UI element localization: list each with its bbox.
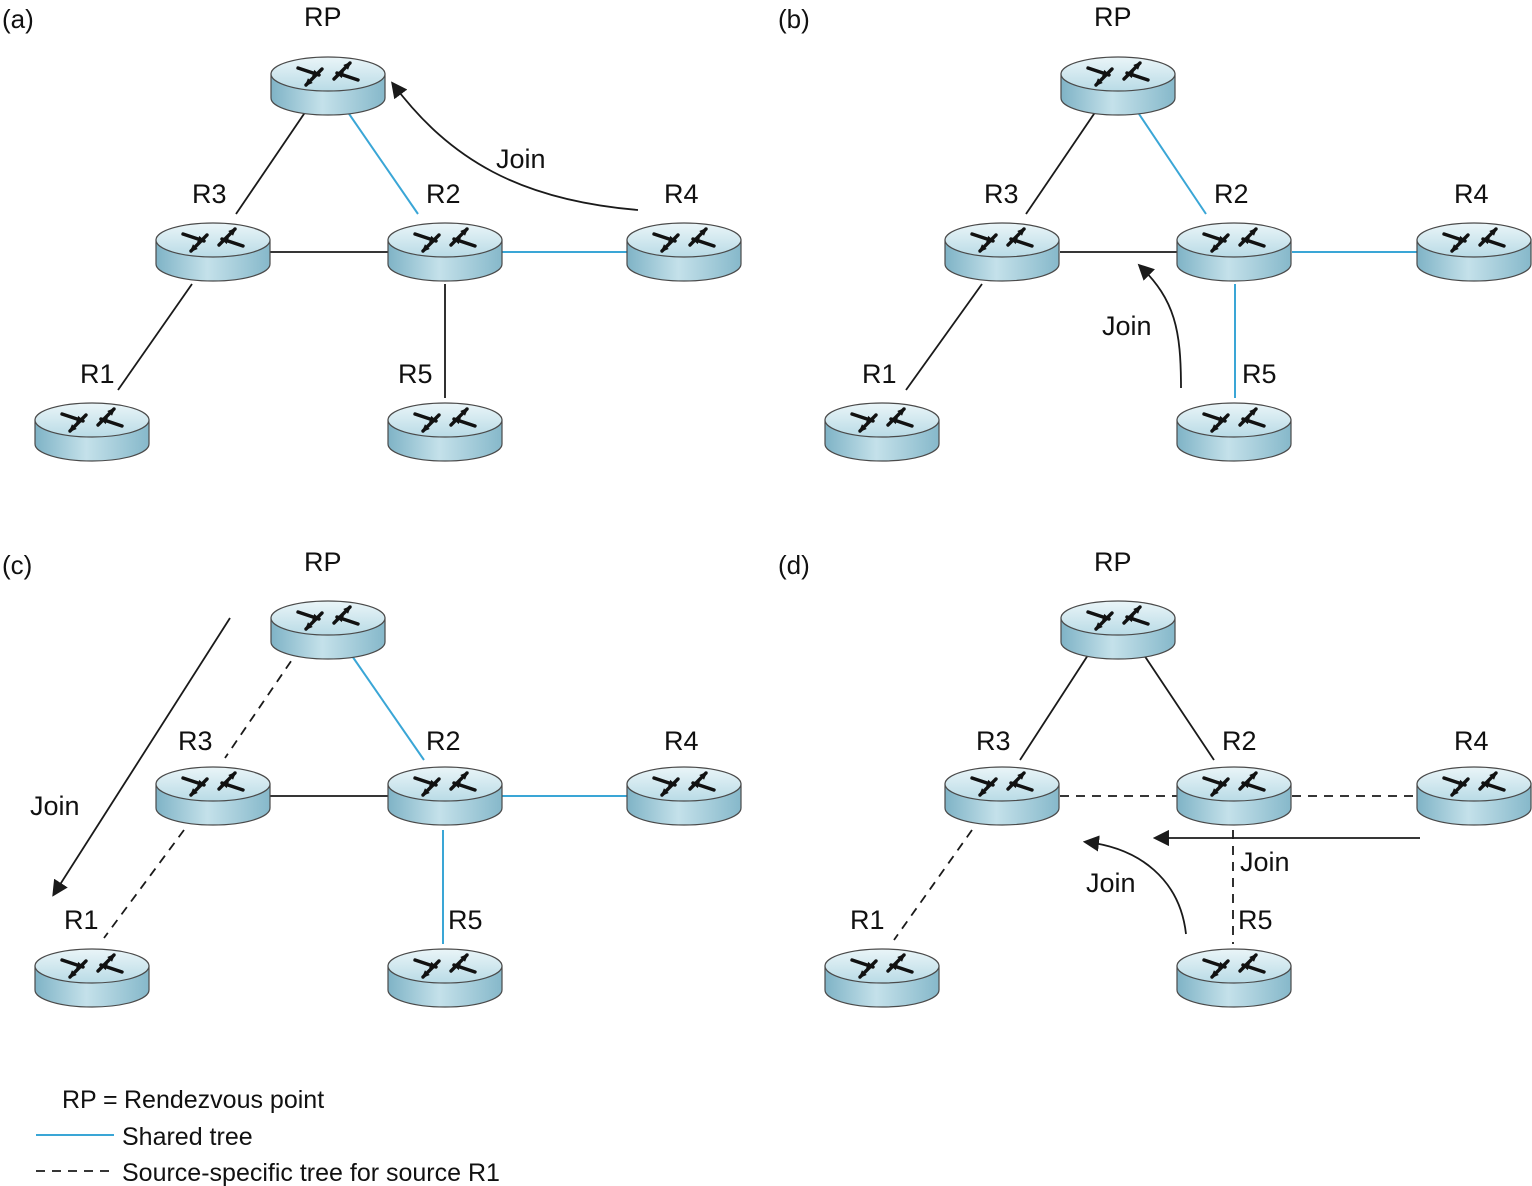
label-r1: R1 (850, 905, 885, 935)
router-icon-r1-c (34, 948, 150, 1008)
router-icon-rp-d (1060, 600, 1176, 660)
join-label-c: Join (30, 791, 80, 821)
legend-shared-text: Shared tree (122, 1123, 253, 1151)
router-icon-r1-a (34, 402, 150, 462)
join-arrow-r4-to-rp (391, 81, 639, 211)
legend-rp-text: Rendezvous point (124, 1086, 324, 1114)
label-r2: R2 (1214, 179, 1249, 209)
label-rp: RP (1094, 2, 1132, 32)
legend-source-text: Source-specific tree for source R1 (122, 1159, 500, 1186)
router-icon-r2-d (1176, 766, 1292, 826)
routers (34, 56, 1532, 1008)
router-icon-r3-b (944, 222, 1060, 282)
label-rp: RP (1094, 547, 1132, 577)
link-rp-r3 (1025, 107, 1099, 215)
panel-label-a: (a) (2, 4, 34, 34)
panel-a: (a) Join RP R3 R2 R4 R1 R5 (2, 2, 699, 398)
label-r1: R1 (80, 359, 115, 389)
label-r2: R2 (426, 726, 461, 756)
legend-rp-abbrev: RP (62, 1086, 97, 1114)
label-r5: R5 (1242, 359, 1277, 389)
router-icon-r3-a (155, 222, 271, 282)
link-rp-r2-shared (344, 107, 419, 215)
label-r3: R3 (984, 179, 1019, 209)
panel-b: (b) Join RP R3 R2 R4 R1 R5 (778, 2, 1489, 398)
join-arrow-r5-to-r2 (1137, 263, 1182, 389)
router-icon-r5-b (1176, 402, 1292, 462)
link-rp-r2-shared (1134, 107, 1207, 215)
label-r3: R3 (178, 726, 213, 756)
router-icon-r2-c (387, 766, 503, 826)
router-icon-r2-a (387, 222, 503, 282)
label-r4: R4 (664, 179, 699, 209)
panel-label-b: (b) (778, 4, 810, 34)
link-rp-r3 (235, 107, 309, 215)
label-r4: R4 (1454, 179, 1489, 209)
label-r5: R5 (1238, 905, 1273, 935)
link-rp-r2-shared (349, 652, 425, 761)
router-icon-r4-b (1416, 222, 1532, 282)
router-icon-r3-d (944, 766, 1060, 826)
router-icon-rp-a (270, 56, 386, 116)
join-label-d-r4: Join (1240, 847, 1290, 877)
label-rp: RP (304, 547, 342, 577)
router-icon-r5-c (387, 948, 503, 1008)
router-icon-r1-d (824, 948, 940, 1008)
router-icon-rp-c (270, 600, 386, 660)
panel-c: (c) Join RP R3 R2 R4 R1 R5 (2, 547, 699, 944)
join-arrow-r5-to-r3 (1082, 835, 1187, 935)
join-arrow-rp-to-r1 (52, 617, 231, 897)
label-rp: RP (304, 2, 342, 32)
label-r4: R4 (1454, 726, 1489, 756)
label-r1: R1 (64, 905, 99, 935)
panel-label-c: (c) (2, 550, 32, 580)
label-r2: R2 (426, 179, 461, 209)
label-r1: R1 (862, 359, 897, 389)
panel-label-d: (d) (778, 550, 810, 580)
router-icon-r1-b (824, 402, 940, 462)
label-r3: R3 (192, 179, 227, 209)
link-r3-r1-source (893, 829, 973, 941)
router-icon-r4-a (626, 222, 742, 282)
router-icon-r2-b (1176, 222, 1292, 282)
router-icon-r3-c (155, 766, 271, 826)
label-r5: R5 (448, 905, 483, 935)
legend: RP = Rendezvous point Shared tree Source… (36, 1086, 500, 1186)
router-icon-rp-b (1060, 56, 1176, 116)
label-r5: R5 (398, 359, 433, 389)
router-icon-r4-d (1416, 766, 1532, 826)
link-r3-r1 (117, 283, 193, 391)
router-icon-r5-a (387, 402, 503, 462)
join-label-b: Join (1102, 311, 1152, 341)
link-rp-r3 (1019, 651, 1091, 761)
label-r4: R4 (664, 726, 699, 756)
link-rp-r3-source (224, 647, 301, 759)
link-r3-r1 (905, 283, 983, 391)
panel-d: (d) Join Join RP R3 R2 R4 R1 R5 (778, 547, 1489, 944)
router-icon-r5-d (1176, 948, 1292, 1008)
link-r3-r1-source (103, 829, 185, 939)
join-label-d-r5: Join (1086, 868, 1136, 898)
legend-rp-equals: = (103, 1086, 118, 1114)
join-label-a: Join (496, 144, 546, 174)
link-rp-r2 (1141, 651, 1215, 761)
label-r3: R3 (976, 726, 1011, 756)
label-r2: R2 (1222, 726, 1257, 756)
router-icon-r4-c (626, 766, 742, 826)
